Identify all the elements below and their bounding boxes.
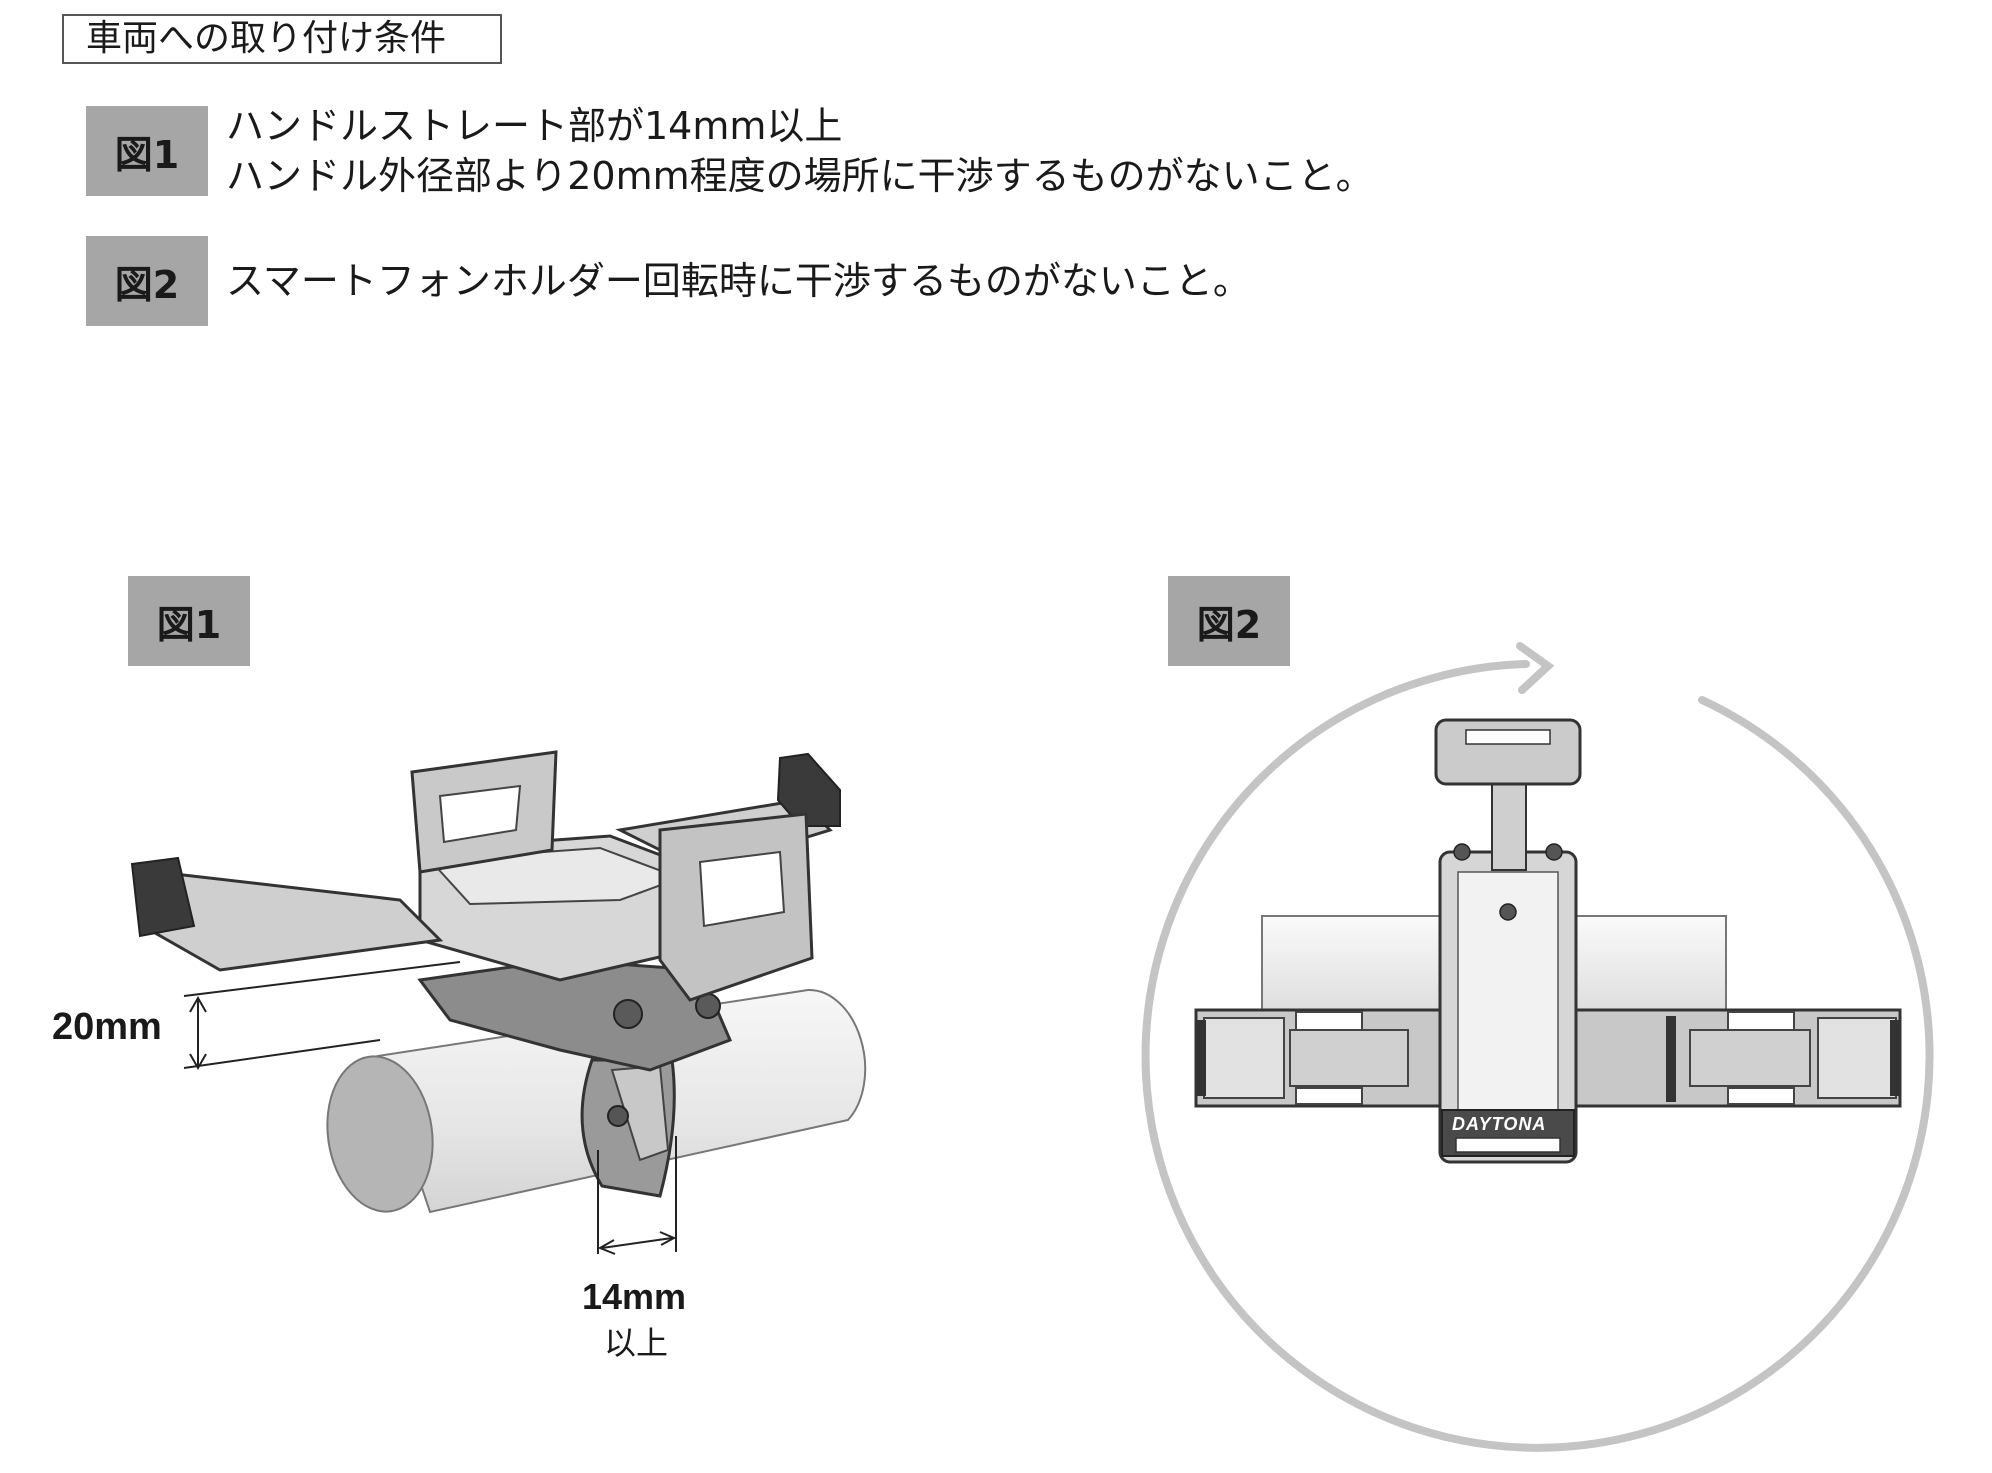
condition-badge-1: 図1 [86, 106, 208, 196]
condition-2-line-1: スマートフォンホルダー回転時に干渉するものがないこと。 [226, 259, 1251, 303]
figure1-dimensions [183, 961, 677, 1255]
figure2-illustration [1194, 718, 1902, 1164]
condition-text-2: スマートフォンホルダー回転時に干渉するものがないこと。 [226, 256, 1251, 306]
figure1-badge: 図1 [128, 576, 250, 666]
figure1-illustration [130, 750, 867, 1214]
condition-1-line-2: ハンドル外径部より20mm程度の場所に干渉するものがないこと。 [226, 154, 1374, 198]
condition-badge-2: 図2 [86, 236, 208, 326]
dim-width-label: 14mm [582, 1276, 687, 1317]
condition-1-line-1: ハンドルストレート部が14mm以上 [226, 104, 843, 148]
dim-width-note: 以上 [604, 1324, 669, 1362]
condition-text-1: ハンドルストレート部が14mm以上 ハンドル外径部より20mm程度の場所に干渉す… [226, 101, 1374, 201]
section-title: 車両への取り付け条件 [62, 14, 502, 64]
dim-height-label: 20mm [52, 1006, 162, 1048]
brand-label: DAYTONA [1452, 1114, 1547, 1134]
figure2-rotation-arrow [1141, 642, 1934, 1452]
figure2-badge: 図2 [1168, 576, 1290, 666]
